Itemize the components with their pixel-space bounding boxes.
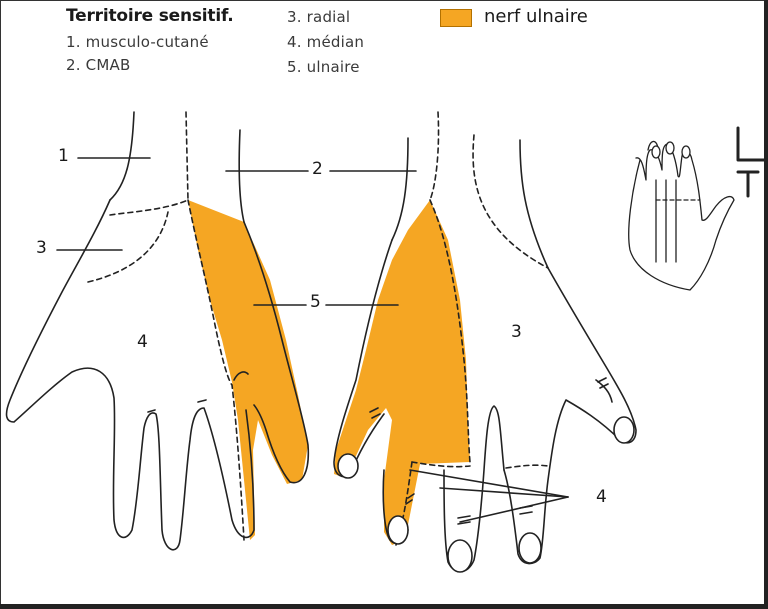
right-ulnar-boundary [429, 199, 471, 463]
right-nail-1 [337, 453, 359, 479]
frame-shadow-right [764, 0, 768, 609]
legend-item-1: 1. musculo-cutané [66, 33, 209, 51]
legend-item-2: 2. CMAB [66, 56, 131, 74]
right-crease-5 [597, 377, 609, 389]
label-4-left: 4 [137, 332, 148, 352]
orientation-symbol-icon [736, 126, 768, 198]
right-hand-outline-ulnar [333, 239, 393, 478]
left-radial-boundary-2 [87, 211, 169, 283]
right-nail-5 [613, 416, 635, 444]
left-hand-ulnar-territory [188, 200, 308, 540]
frame-shadow-bottom [0, 604, 768, 609]
right-nail-3 [447, 539, 473, 573]
left-ulnar-boundary [187, 199, 245, 541]
left-hand [5, 111, 310, 551]
right-forearm-dashed [429, 111, 440, 201]
label-3-left: 3 [36, 238, 47, 258]
legend-item-3: 3. radial [287, 8, 351, 26]
label-4-right: 4 [596, 487, 607, 507]
left-crease-1 [147, 409, 156, 413]
label-1: 1 [58, 146, 69, 166]
right-crease-3 [457, 515, 471, 525]
right-leader-4b [439, 487, 569, 498]
left-crease-3 [233, 371, 249, 381]
right-crease-2 [405, 493, 415, 505]
right-hand-ulnar-territory [334, 200, 470, 545]
left-forearm-ulnar [238, 129, 245, 223]
right-leader-4a [409, 469, 569, 498]
left-forearm-dashed [185, 111, 189, 201]
left-forearm-outline [109, 111, 135, 201]
right-nail-4 [518, 532, 542, 564]
label-2: 2 [312, 159, 323, 179]
legend-item-4: 4. médian [287, 33, 365, 51]
legend-color-swatch [440, 9, 472, 27]
right-leader-4c [459, 496, 569, 523]
right-crease-1 [369, 407, 381, 419]
label-3-right: 3 [511, 322, 522, 342]
right-hand-outline-radial [503, 267, 637, 565]
label-5: 5 [310, 292, 321, 312]
hand-thumbnail-icon [628, 140, 735, 291]
right-forearm-outline [391, 137, 409, 241]
diagram-title: Territoire sensitif. [66, 6, 234, 26]
left-hand-outline [5, 199, 255, 551]
right-finger-thumb [595, 379, 613, 403]
right-median-boundary [411, 461, 471, 468]
right-median-boundary-2 [505, 464, 549, 469]
right-forearm-radial [519, 139, 549, 269]
right-forearm-dashed-2 [472, 134, 549, 269]
legend-item-5: 5. ulnaire [287, 58, 360, 76]
right-nail-2 [387, 515, 409, 545]
legend-label: nerf ulnaire [484, 6, 588, 27]
left-crease-2 [197, 399, 207, 403]
right-finger-middle [443, 405, 505, 573]
right-hand [325, 111, 637, 573]
left-radial-boundary-1 [109, 199, 189, 216]
